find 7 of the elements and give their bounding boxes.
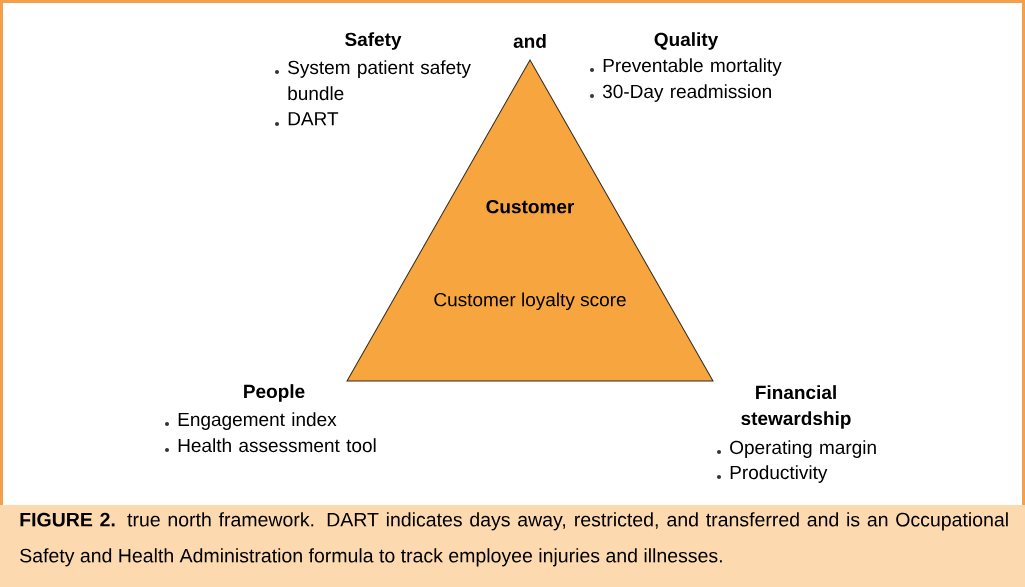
caption-band: FIGURE 2. true north framework. DART indicates days away, restricted, and transferred and is an Occupational Safety and Health Administration formula to track employee injuries and illnesses. (0, 505, 1025, 587)
bullet-text: Engagement index (178, 412, 337, 430)
heading: People (244, 384, 305, 402)
heading: Financial stewardship (741, 385, 851, 429)
bullet-text: Productivity (730, 465, 828, 483)
bullet-text: Health assessment tool (178, 438, 376, 453)
bullet-text: Operating margin (730, 440, 876, 458)
